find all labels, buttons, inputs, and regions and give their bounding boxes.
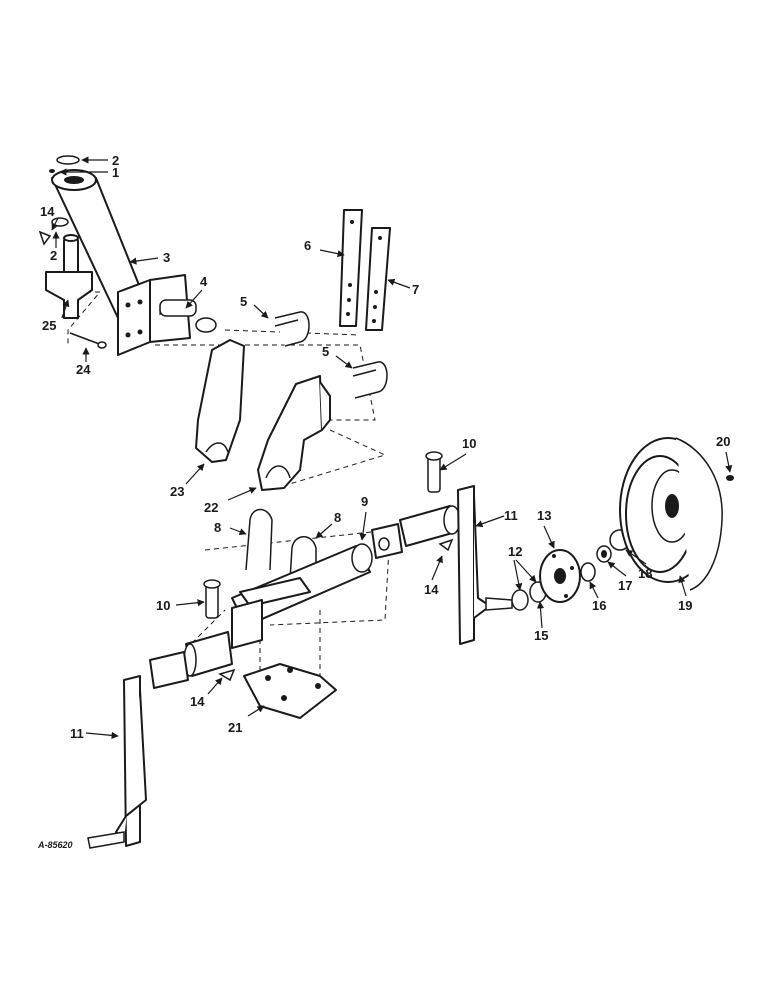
pin-part-10-left	[203, 579, 221, 619]
callout-9: 9	[361, 494, 368, 509]
callout-20: 20	[716, 434, 730, 449]
callout-5: 5	[322, 344, 329, 359]
callout-3: 3	[163, 250, 170, 265]
pin-part-24	[69, 332, 107, 349]
callout-15: 15	[534, 628, 548, 643]
callout-12: 12	[508, 544, 522, 559]
callout-8: 8	[334, 510, 341, 525]
leader-lines	[51, 156, 733, 739]
callout-labels: 2 1 3 4 5 5 6 7 14 2 25 24 23 22 8 8 9 1…	[37, 153, 730, 850]
mast-tube	[51, 169, 191, 356]
spindle-arm-right	[457, 485, 513, 645]
callout-25: 25	[42, 318, 56, 333]
callout-18: 18	[638, 566, 652, 581]
nut-part-17	[596, 545, 612, 563]
callout-22: 22	[204, 500, 218, 515]
spindle-arm-left	[87, 675, 147, 849]
callout-21: 21	[228, 720, 242, 735]
callout-19: 19	[678, 598, 692, 613]
callout-11: 11	[70, 726, 84, 741]
callout-14: 14	[424, 582, 439, 597]
callout-10: 10	[462, 436, 476, 451]
callout-5: 5	[240, 294, 247, 309]
callout-7: 7	[412, 282, 419, 297]
bearing-part-16	[580, 562, 596, 582]
ring-part-2	[56, 155, 80, 165]
plate-part-6	[339, 209, 363, 327]
callout-4: 4	[200, 274, 208, 289]
sleeve-left	[149, 631, 233, 689]
callout-6: 6	[304, 238, 311, 253]
clamp-bracket-22	[257, 375, 331, 491]
callout-13: 13	[537, 508, 551, 523]
u-bolt-lower	[352, 361, 388, 399]
cap-part-1	[49, 169, 55, 173]
callout-23: 23	[170, 484, 184, 499]
bearing-part-12	[511, 581, 547, 611]
pin-part-10-right	[425, 451, 443, 493]
valve-part-20	[726, 475, 734, 481]
callout-10: 10	[156, 598, 170, 613]
u-bolt-lower-left	[245, 508, 273, 571]
hub-part-13	[539, 549, 581, 603]
callout-1: 1	[112, 165, 119, 180]
clip-part-14-left	[218, 668, 236, 682]
callout-16: 16	[592, 598, 606, 613]
drawing-number: A-85620	[37, 840, 73, 850]
clamp-bracket-23	[195, 339, 245, 463]
clip-part-14-right	[438, 538, 454, 552]
callout-2: 2	[50, 248, 57, 263]
callout-2: 2	[112, 153, 119, 168]
callout-11: 11	[504, 508, 518, 523]
wheel-part-19	[619, 437, 723, 591]
callout-14: 14	[40, 204, 55, 219]
spindle-bracket	[38, 217, 93, 319]
plate-part-7	[365, 227, 391, 331]
sleeve-right	[371, 505, 461, 559]
callout-24: 24	[76, 362, 91, 377]
callout-8: 8	[214, 520, 221, 535]
u-bolt-upper	[274, 311, 310, 347]
callout-14: 14	[190, 694, 205, 709]
callout-17: 17	[618, 578, 632, 593]
axle-beam	[231, 543, 373, 649]
